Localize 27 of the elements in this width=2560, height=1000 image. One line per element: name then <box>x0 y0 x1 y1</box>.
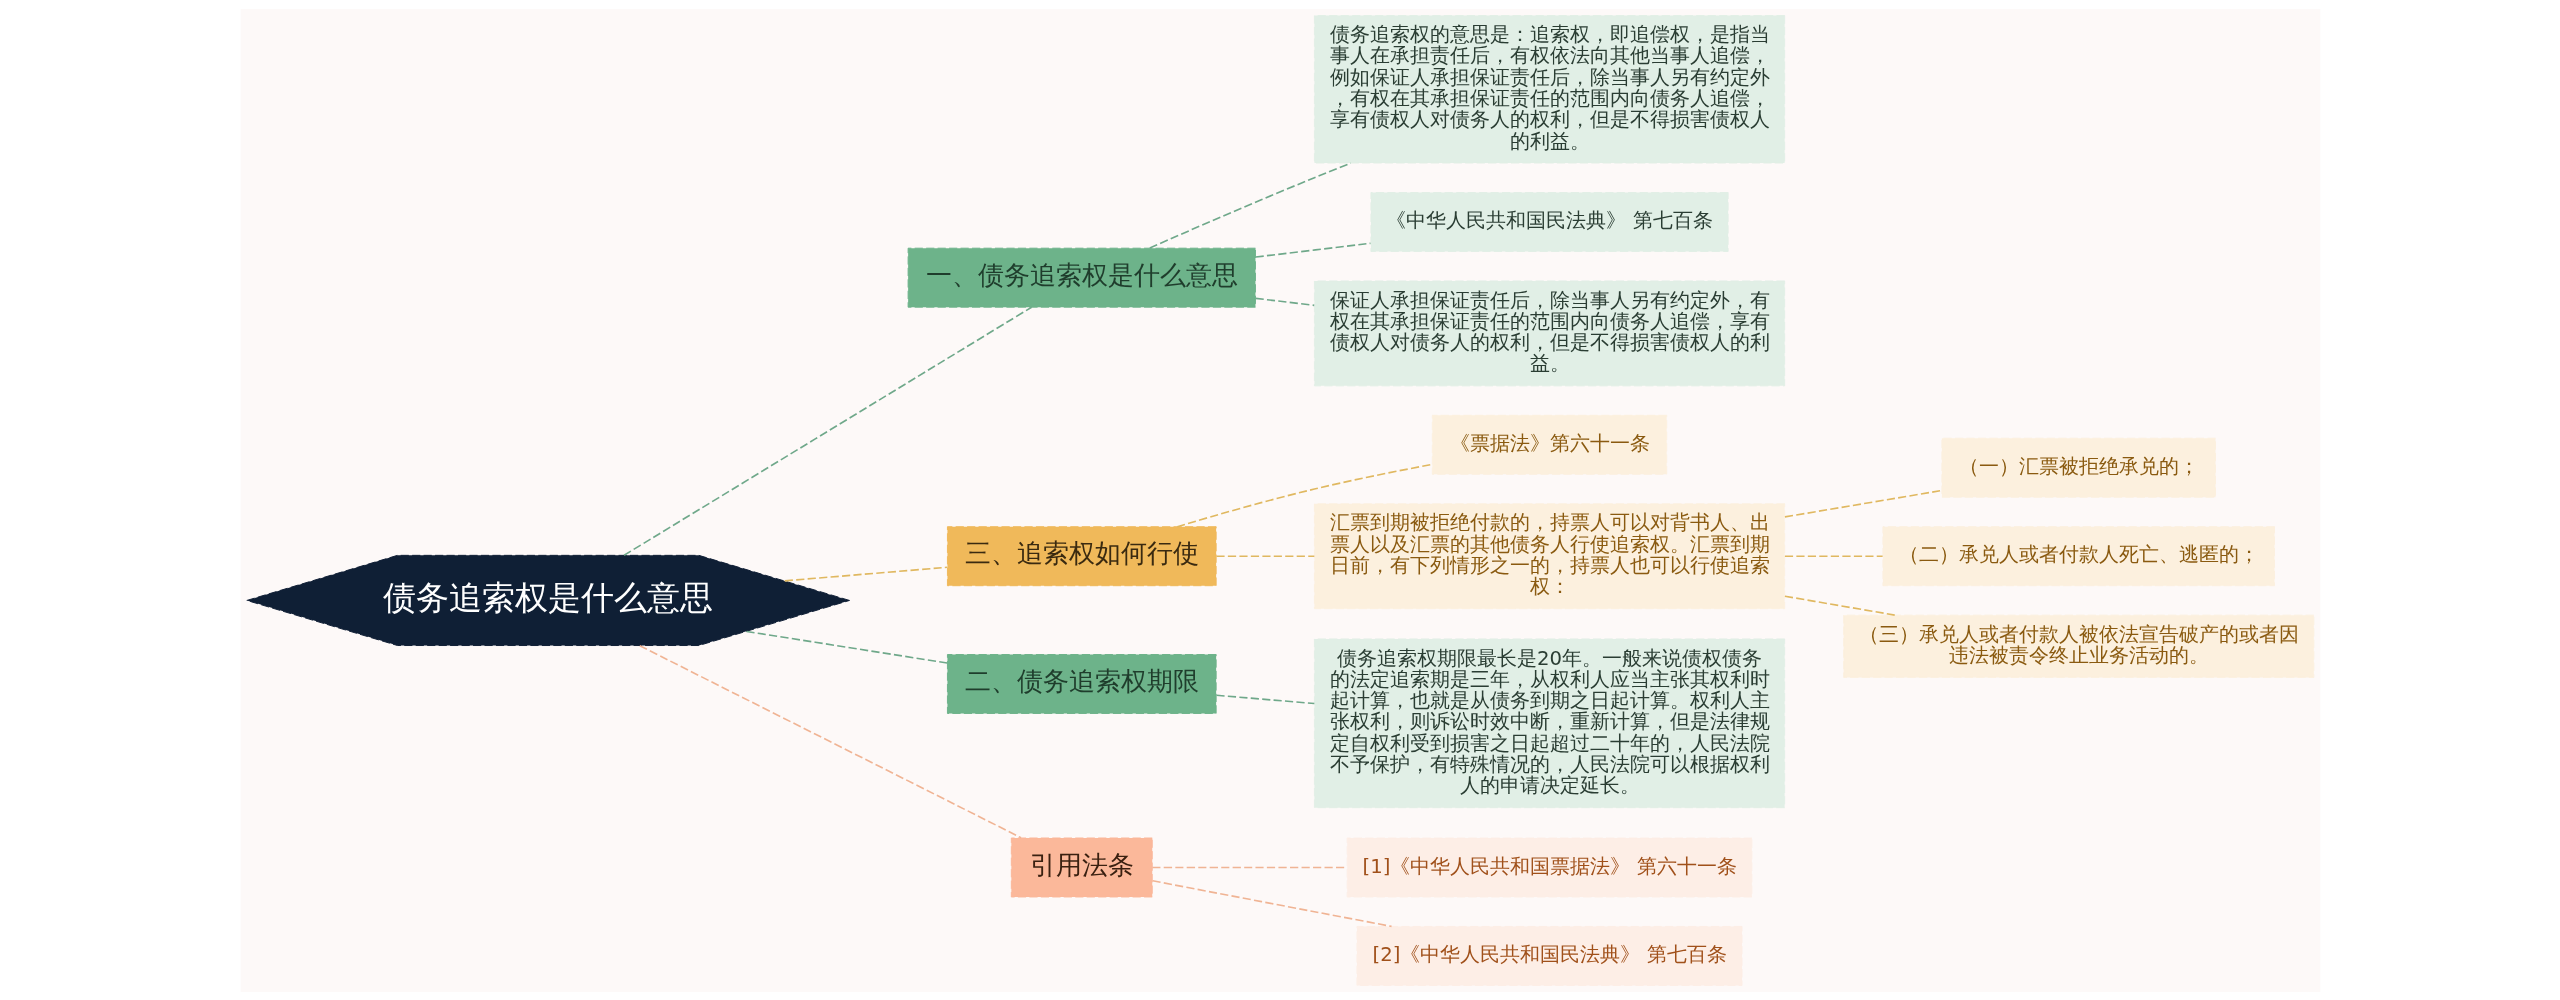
connector <box>1254 297 1315 306</box>
connector <box>638 644 1022 839</box>
node-box: 一、债务追索权是什么意思 <box>907 247 1256 308</box>
node-box: 债务追索权的意思是：追索权，即追偿权，是指当事人在承担责任后，有权依法向其他当事人追偿，例如保证人承担保证责任后，除当事人另有约定外，有权在其承担保证责任的范围内向债务人追偿，享有债权人对债务人的权利，但是不得损害债权人的利益。 <box>1313 14 1785 163</box>
connector <box>1783 554 1883 557</box>
connector <box>1783 594 1896 616</box>
connector <box>622 305 1032 556</box>
connector <box>1148 161 1352 249</box>
node-box: （三）承兑人或者付款人被依法宣告破产的或者因违法被责令终止业务活动的。 <box>1842 614 2314 678</box>
node-box: 三、追索权如何行使 <box>946 525 1217 586</box>
connector <box>1151 879 1392 927</box>
node-box: 汇票到期被拒绝付款的，持票人可以对背书人、出票人以及汇票的其他债务人行使追索权。汇票到期日前，有下列情形之一的，持票人也可以行使追索权： <box>1313 502 1785 609</box>
connector <box>745 630 948 664</box>
connector <box>783 565 948 582</box>
node-box: 债务追索权期限最长是20年。一般来说债权债务的法定追索期是三年，从权利人应当主张其权利时起计算，也就是从债务到期之日起计算。权利人主张权利，则诉讼时效中断，重新计算，但是法律规定自权利受到损害之日起超过二十年的，人民法院不予保护，有特殊情况的，人民法院可以根据权利人的申请决定延长。 <box>1313 637 1785 808</box>
connector <box>1783 489 1942 518</box>
node-box: 二、债务追索权期限 <box>946 653 1217 714</box>
connector <box>1215 554 1315 557</box>
node-box: 保证人承担保证责任后，除当事人另有约定外，有权在其承担保证责任的范围内向债务人追偿，享有债权人对债务人的权利，但是不得损害债权人的利益。 <box>1313 279 1785 386</box>
node-box: 《中华人民共和国民法典》 第七百条 <box>1369 191 1729 252</box>
connector <box>1176 463 1433 528</box>
node-box: 《票据法》第六十一条 <box>1431 414 1667 475</box>
node-box: 引用法条 <box>1010 837 1153 897</box>
node-box: （二）承兑人或者付款人死亡、逃匿的； <box>1881 525 2275 586</box>
node-box: [2]《中华人民共和国民法典》 第七百条 <box>1356 925 1742 986</box>
connector <box>1215 693 1315 704</box>
node-box: （一）汇票被拒绝承兑的； <box>1940 437 2216 498</box>
